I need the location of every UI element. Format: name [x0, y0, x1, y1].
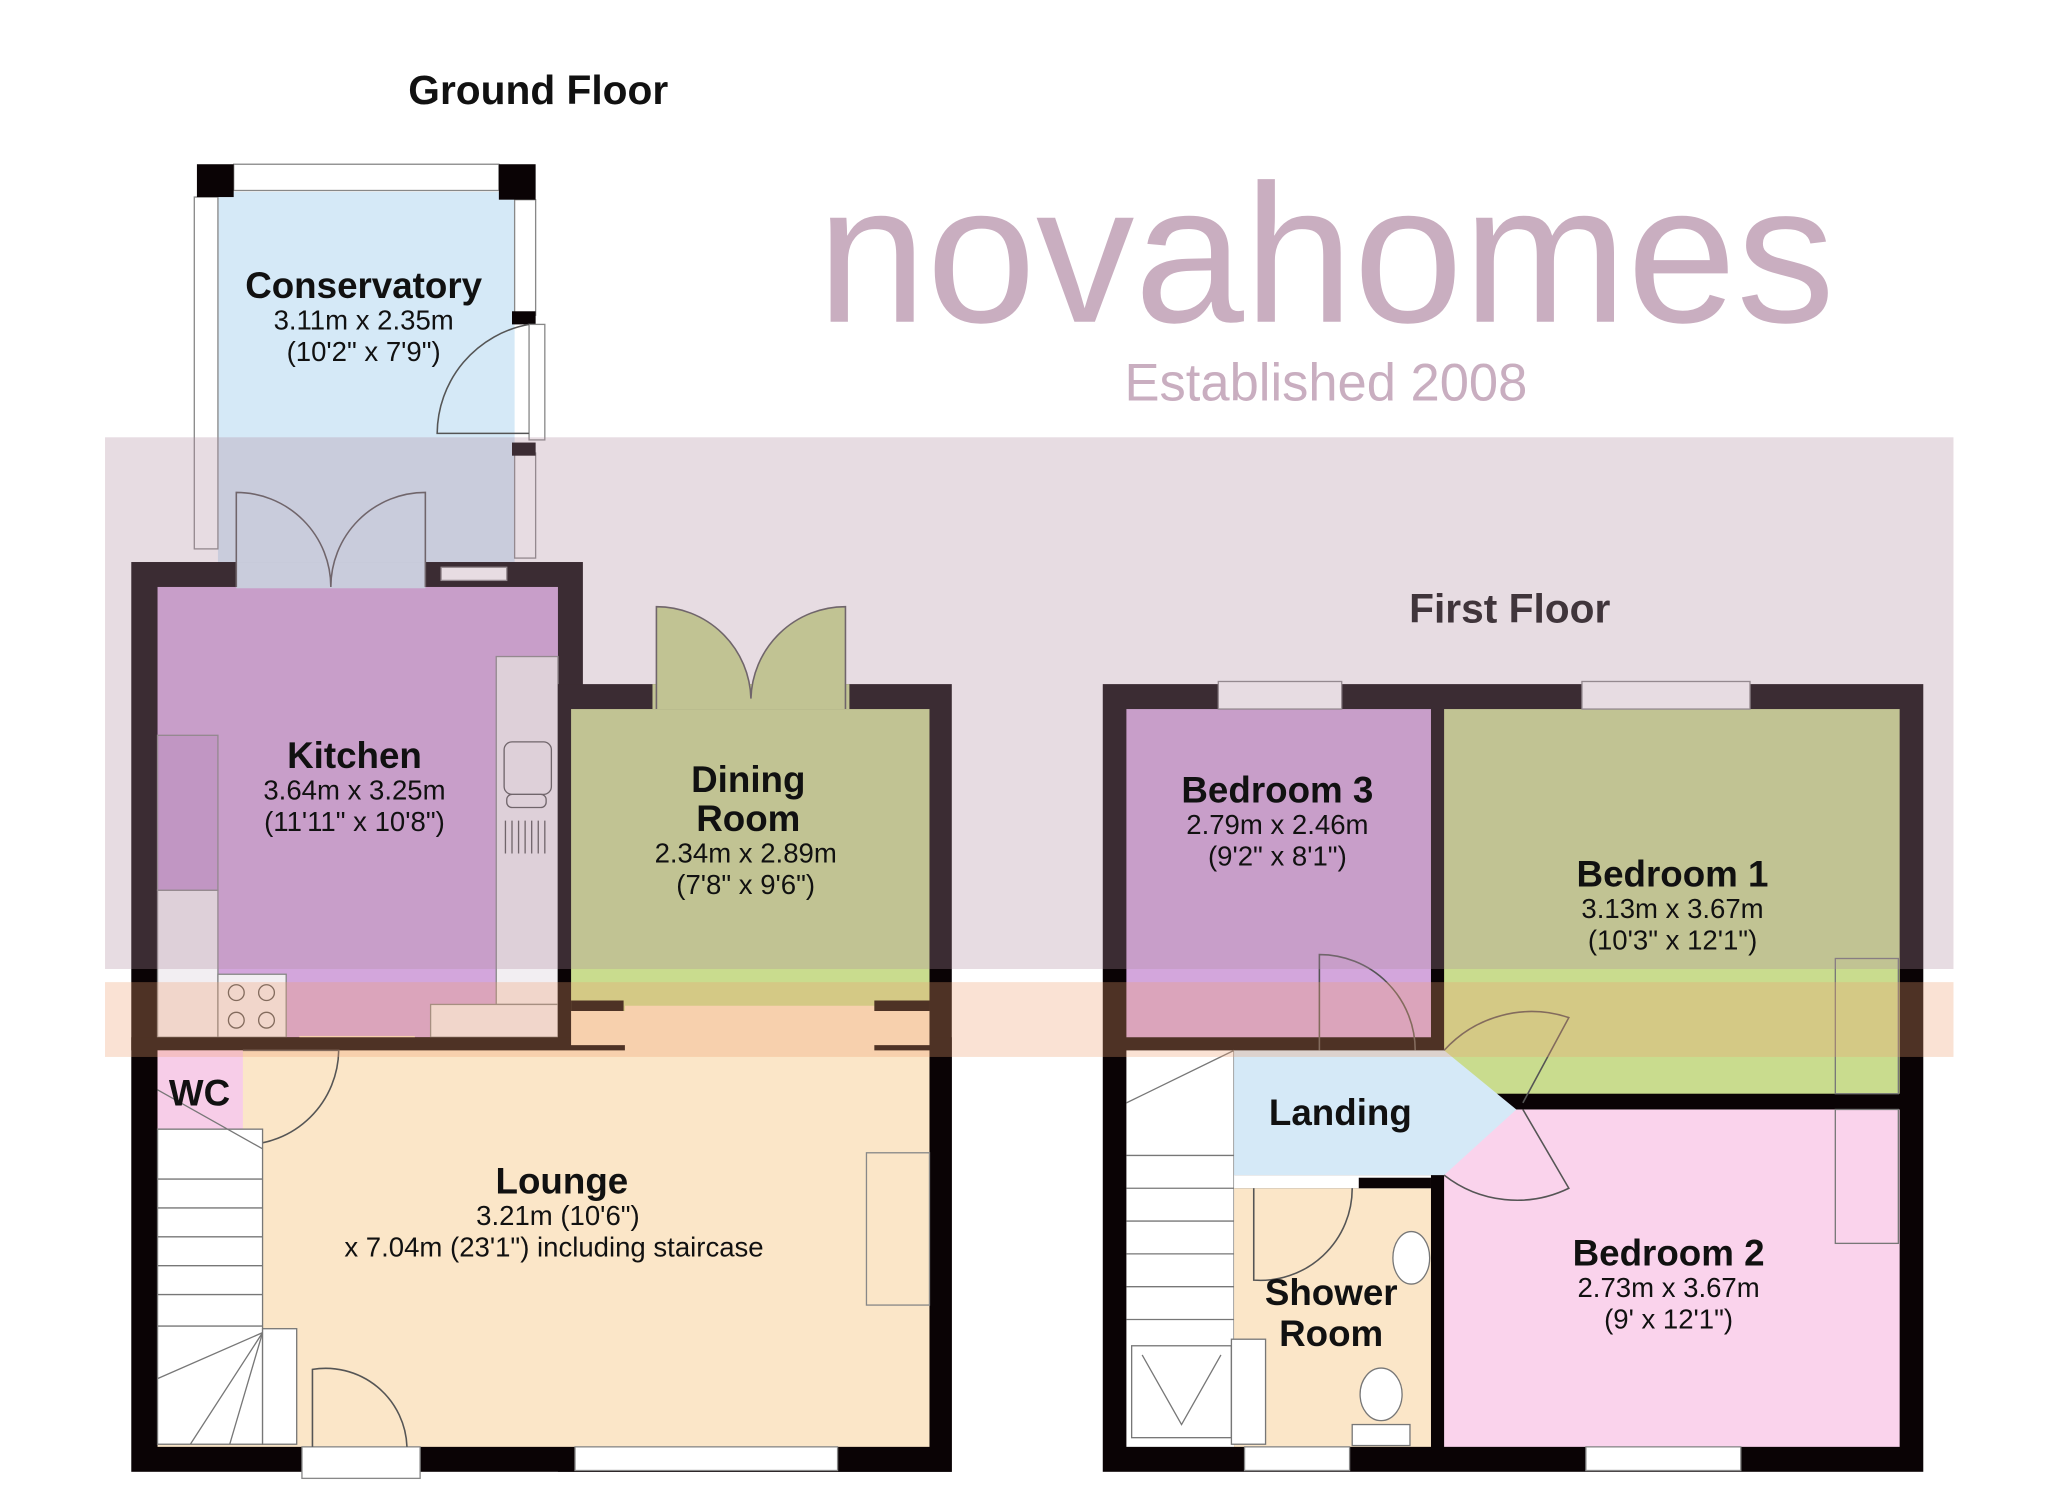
wardrobe — [1834, 1108, 1899, 1245]
kitchen-cupboard — [156, 734, 219, 891]
bedroom1-door-swing — [1443, 1010, 1570, 1104]
bedroom1-metric: 3.13m x 3.67m — [1581, 893, 1763, 924]
bedroom2-door-swing — [1443, 1109, 1570, 1202]
corner-post — [196, 164, 234, 198]
ground-floor-title: Ground Floor — [408, 67, 668, 113]
conservatory-imperial: (10'2" x 7'9") — [287, 336, 441, 367]
wall — [1358, 1177, 1431, 1189]
kitchen-metric: 3.64m x 3.25m — [263, 775, 445, 806]
kitchen-imperial: (11'11" x 10'8") — [264, 806, 445, 837]
wc-door-swing — [242, 1049, 340, 1146]
watermark-band-2 — [105, 982, 1954, 1057]
lounge-line1: 3.21m (10'6") — [476, 1200, 640, 1231]
ground-floor: Ground Floor — [131, 67, 952, 1480]
kitchen-area — [157, 586, 558, 1038]
bedroom3-name: Bedroom 3 — [1181, 769, 1373, 810]
kitchen-name: Kitchen — [287, 735, 422, 776]
hob-icon — [227, 984, 276, 1029]
bedroom3-area — [1126, 709, 1431, 1038]
conservatory-area — [217, 191, 515, 589]
sink-icon — [503, 741, 553, 854]
bedroom3-window — [1217, 680, 1343, 710]
front-door[interactable] — [301, 1446, 421, 1480]
watermark-band — [105, 437, 1954, 969]
shower-door-swing — [1252, 1188, 1353, 1282]
bedroom2-imperial: (9' x 12'1") — [1604, 1304, 1733, 1335]
dining-area — [571, 709, 930, 1012]
lounge-name: Lounge — [496, 1160, 629, 1201]
watermark: novahomes Established 2008 — [105, 144, 1954, 1057]
wc-name: WC — [169, 1073, 230, 1114]
bedroom2-name: Bedroom 2 — [1573, 1233, 1765, 1274]
conservatory-top-window — [233, 163, 500, 192]
staircase — [1126, 1049, 1235, 1340]
french-door-swing — [655, 605, 847, 710]
french-door-swing — [235, 491, 427, 587]
first-floor-title: First Floor — [1409, 585, 1610, 631]
landing-name: Landing — [1269, 1092, 1412, 1133]
bedroom3-door-swing — [1318, 953, 1417, 1051]
post — [512, 442, 536, 456]
bedroom1-window — [1581, 680, 1751, 710]
shower-screen — [1230, 1338, 1267, 1445]
wc-area — [157, 1050, 243, 1130]
chimney-breast — [865, 1152, 931, 1306]
first-floor: First Floor — [1102, 585, 1924, 1472]
shower-name-2: Room — [1279, 1313, 1383, 1354]
dining-name-1: Dining — [691, 759, 805, 800]
room-labels: Conservatory 3.11m x 2.35m (10'2" x 7'9"… — [169, 265, 1769, 1354]
bedroom3-metric: 2.79m x 2.46m — [1186, 809, 1368, 840]
conservatory-metric: 3.11m x 2.35m — [274, 305, 454, 336]
basin-icon — [1392, 1230, 1431, 1285]
wardrobe — [1834, 957, 1899, 1095]
dining-lounge-opening-top — [571, 1011, 930, 1046]
bedroom3-imperial: (9'2" x 8'1") — [1208, 840, 1347, 871]
post — [512, 311, 536, 325]
lounge-line2: x 7.04m (23'1") including staircase — [344, 1232, 763, 1263]
staircase — [156, 1089, 298, 1445]
wall-stub — [874, 1000, 930, 1012]
kitchen-window — [440, 566, 508, 582]
bedroom1-imperial: (10'3" x 12'1") — [1588, 924, 1757, 955]
kitchen-worktop-bottom — [217, 973, 287, 1038]
door-swing — [436, 323, 530, 435]
conservatory-right-window — [513, 199, 537, 316]
bedroom2-metric: 2.73m x 3.67m — [1577, 1272, 1759, 1303]
watermark-brand: novahomes — [817, 144, 1835, 364]
kitchen-worktop — [495, 655, 559, 1006]
bedroom1-area — [1444, 709, 1900, 1094]
watermark-tagline: Established 2008 — [1125, 354, 1528, 413]
shower-window — [1243, 1446, 1351, 1472]
conservatory-name: Conservatory — [245, 265, 482, 306]
wall-stub — [571, 1000, 624, 1012]
dining-metric: 2.34m x 2.89m — [655, 838, 837, 869]
conservatory-door[interactable] — [528, 323, 546, 441]
shower-tray[interactable] — [1130, 1345, 1233, 1439]
dining-imperial: (7'8" x 9'6") — [676, 869, 815, 900]
bedroom2-window — [1585, 1446, 1742, 1472]
lounge-window — [574, 1446, 839, 1472]
front-door-swing — [311, 1367, 408, 1447]
shower-icon — [1141, 1354, 1222, 1426]
toilet-cistern — [1351, 1423, 1411, 1447]
bedroom2-area — [1444, 1109, 1900, 1447]
dining-name-2: Room — [696, 798, 800, 839]
landing-area — [1234, 1050, 1517, 1176]
bedroom1-name: Bedroom 1 — [1577, 853, 1769, 894]
toilet-icon — [1359, 1367, 1403, 1422]
shower-name-1: Shower — [1265, 1272, 1398, 1313]
corner-post — [498, 164, 536, 200]
